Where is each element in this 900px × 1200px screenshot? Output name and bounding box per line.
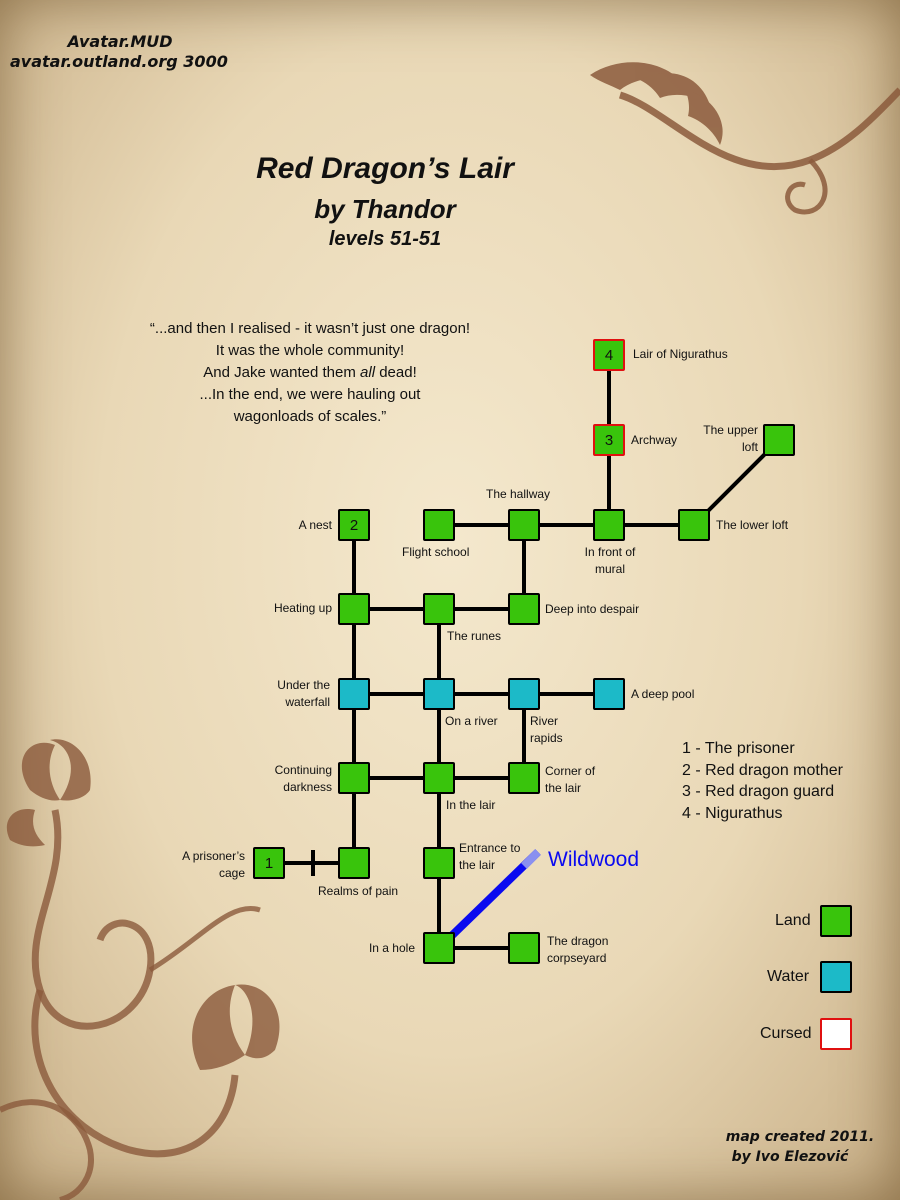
room-corner-of-lair[interactable] [508, 762, 540, 794]
room-a-nest[interactable]: 2 [338, 509, 370, 541]
room-heating-up[interactable] [338, 593, 370, 625]
quote-line-3: And Jake wanted them all dead! [203, 364, 417, 381]
room-in-the-lair[interactable] [423, 762, 455, 794]
room-dragon-corpseyard[interactable] [508, 932, 540, 964]
exit-wildwood-label[interactable]: Wildwood [548, 848, 640, 871]
monster-key: 1 - The prisoner 2 - Red dragon mother 3… [682, 738, 843, 824]
label-deep-despair: Deep into despair [545, 602, 640, 616]
legend-water-label: Water [767, 968, 810, 985]
label-realms-of-pain: Realms of pain [318, 884, 399, 898]
room-lower-loft[interactable] [678, 509, 710, 541]
room-upper-loft[interactable] [763, 424, 795, 456]
legend-land-label: Land [775, 912, 811, 929]
key-item-4: 4 - Nigurathus [682, 804, 783, 822]
room-lair-of-nigurathus[interactable]: 4 [593, 339, 625, 371]
room-deep-pool[interactable] [593, 678, 625, 710]
room-archway[interactable]: 3 [593, 424, 625, 456]
label-hallway: The hallway [486, 487, 551, 501]
key-item-3: 3 - Red dragon guard [682, 783, 835, 800]
label-in-a-hole: In a hole [368, 941, 415, 955]
label-in-the-lair: In the lair [446, 798, 496, 812]
room-river-rapids[interactable] [508, 678, 540, 710]
label-runes: The runes [447, 629, 502, 643]
room-entrance-to-lair[interactable] [423, 847, 455, 879]
page-title: Red Dragon’s Lair [256, 152, 514, 185]
quote-line-2: It was the whole community! [215, 342, 405, 359]
ornament-top-right [590, 62, 900, 215]
label-a-nest: A nest [298, 518, 332, 532]
room-in-a-hole[interactable] [423, 932, 455, 964]
quote: “...and then I realised - it wasn’t just… [110, 318, 510, 428]
label-archway: Archway [631, 433, 678, 447]
mud-address: avatar.outland.org 3000 [10, 52, 228, 71]
room-hallway[interactable] [508, 509, 540, 541]
ornament-bottom-left [0, 739, 280, 1200]
label-lair-of-nigurathus: Lair of Nigurathus [633, 347, 728, 361]
footer-created: map created 2011. [725, 1129, 875, 1145]
key-item-2: 2 - Red dragon mother [682, 761, 843, 779]
room-prisoners-cage[interactable]: 1 [253, 847, 285, 879]
mud-name: Avatar.MUD [67, 32, 173, 51]
room-front-of-mural[interactable] [593, 509, 625, 541]
footer-author: by Ivo Elezović [731, 1149, 849, 1165]
quote-line-4: ...In the end, we were hauling out [199, 386, 421, 403]
legend-cursed-label: Cursed [760, 1025, 812, 1042]
label-on-a-river: On a river [445, 714, 498, 728]
quote-line-5: wagonloads of scales.” [233, 408, 387, 425]
room-deep-despair[interactable] [508, 593, 540, 625]
room-realms-of-pain[interactable] [338, 847, 370, 879]
key-item-1: 1 - The prisoner [682, 740, 795, 757]
room-runes[interactable] [423, 593, 455, 625]
label-heating-up: Heating up [273, 601, 332, 615]
quote-line-1: “...and then I realised - it wasn’t just… [149, 320, 471, 337]
legend-water-swatch [820, 961, 852, 993]
label-lower-loft: The lower loft [716, 518, 789, 532]
room-continuing-darkness[interactable] [338, 762, 370, 794]
label-flight-school: Flight school [402, 545, 470, 559]
room-flight-school[interactable] [423, 509, 455, 541]
wildwood-exit-line [436, 849, 541, 951]
room-on-a-river[interactable] [423, 678, 455, 710]
levels: levels 51-51 [328, 228, 442, 250]
author: by Thandor [314, 194, 456, 224]
legend-cursed-swatch [820, 1018, 852, 1050]
label-deep-pool: A deep pool [631, 687, 695, 701]
legend-land-swatch [820, 905, 852, 937]
room-under-waterfall[interactable] [338, 678, 370, 710]
